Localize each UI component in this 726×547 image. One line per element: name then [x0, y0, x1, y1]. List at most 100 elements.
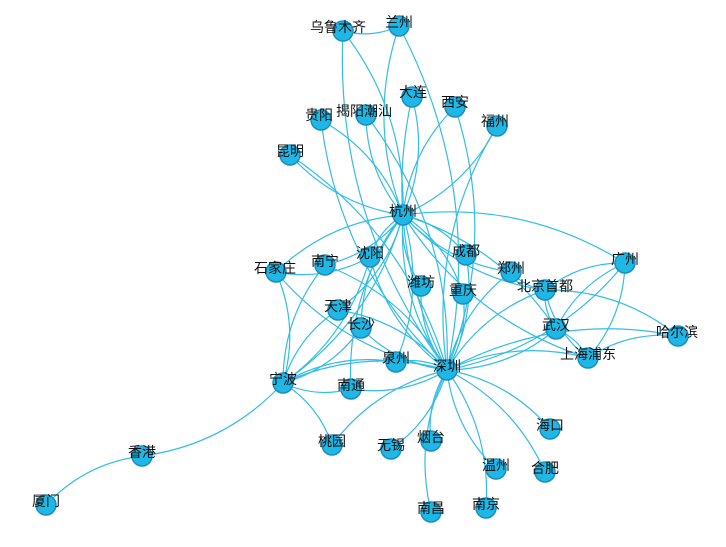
- node-cs[interactable]: [350, 317, 372, 339]
- nodes-layer: [35, 15, 689, 523]
- node-hf[interactable]: [534, 461, 556, 483]
- node-nb[interactable]: [272, 372, 294, 394]
- node-label-zz: 郑州: [497, 261, 525, 277]
- node-label-jycs: 揭阳潮汕: [336, 104, 392, 120]
- node-label-wh: 武汉: [542, 318, 570, 334]
- node-nc[interactable]: [420, 501, 442, 523]
- edge-hz-xa: [402, 106, 456, 216]
- edge-szx-nt: [350, 369, 448, 392]
- node-label-sy: 沈阳: [356, 246, 384, 262]
- labels-layer: 乌鲁木齐兰州大连西安贵阳揭阳潮汕福州昆明杭州石家庄南宁沈阳成都郑州广州潍坊重庆北…: [32, 15, 698, 517]
- node-nt[interactable]: [340, 378, 362, 400]
- edge-hz-cs: [360, 214, 404, 329]
- node-hz[interactable]: [392, 204, 414, 226]
- node-wlmq[interactable]: [332, 20, 354, 42]
- edge-szx-hf: [446, 369, 546, 473]
- edge-szx-bjsd: [446, 289, 546, 371]
- edge-hz-gy: [320, 119, 404, 216]
- node-ty[interactable]: [321, 434, 343, 456]
- node-label-wlmq: 乌鲁木齐: [310, 20, 366, 36]
- node-gy[interactable]: [310, 109, 332, 131]
- node-nj[interactable]: [475, 497, 497, 519]
- edge-hz-lz: [383, 25, 404, 216]
- node-wh[interactable]: [545, 318, 567, 340]
- edge-szx-wx: [390, 369, 448, 450]
- node-xg[interactable]: [131, 445, 153, 467]
- edge-nb-sy: [282, 256, 371, 384]
- node-sjz[interactable]: [265, 261, 287, 283]
- node-dl[interactable]: [401, 86, 423, 108]
- node-label-nb: 宁波: [269, 371, 297, 388]
- node-sy[interactable]: [359, 246, 381, 268]
- node-nn[interactable]: [314, 254, 336, 276]
- node-label-dl: 大连: [399, 85, 427, 101]
- edge-gz-shpd: [587, 262, 626, 359]
- node-label-ty: 桃园: [318, 434, 346, 450]
- edge-nb-nn: [282, 264, 326, 384]
- node-wf[interactable]: [410, 275, 432, 297]
- edge-szx-nj: [446, 369, 488, 509]
- node-label-bjsd: 北京首都: [517, 279, 573, 295]
- node-xm[interactable]: [35, 494, 57, 516]
- node-label-gz: 广州: [611, 252, 639, 268]
- node-xa[interactable]: [444, 96, 466, 118]
- edge-xg-xm: [45, 455, 143, 506]
- node-yt[interactable]: [420, 430, 442, 452]
- node-wx[interactable]: [380, 438, 402, 460]
- edge-hz-sjz: [275, 214, 404, 273]
- node-label-lz: 兰州: [385, 15, 413, 31]
- node-fz[interactable]: [486, 115, 508, 137]
- edge-szx-tj: [337, 309, 448, 371]
- edge-szx-dl: [401, 96, 448, 371]
- edge-szx-hk: [446, 369, 551, 430]
- node-shpd[interactable]: [577, 347, 599, 369]
- edges-layer: [45, 25, 679, 513]
- node-label-wx: 无锡: [377, 438, 405, 454]
- node-label-nn: 南宁: [311, 253, 339, 270]
- edge-szx-wh: [446, 328, 557, 371]
- node-qz[interactable]: [385, 351, 407, 373]
- node-gz[interactable]: [614, 252, 636, 274]
- node-hrb[interactable]: [667, 325, 689, 347]
- node-label-nc: 南昌: [417, 501, 445, 517]
- edge-hz-jycs: [365, 114, 404, 216]
- node-label-wz: 温州: [482, 458, 510, 474]
- node-label-fz: 福州: [481, 114, 509, 130]
- node-label-xg: 香港: [128, 445, 156, 461]
- edge-hz-shpd: [402, 214, 589, 359]
- node-cq[interactable]: [452, 283, 474, 305]
- node-szx[interactable]: [436, 359, 458, 381]
- node-jycs[interactable]: [355, 104, 377, 126]
- edge-szx-lz: [398, 25, 460, 371]
- edge-hz-gz: [402, 211, 626, 264]
- node-label-gy: 贵阳: [305, 108, 333, 124]
- node-label-shpd: 上海浦东: [560, 347, 616, 363]
- edge-szx-gz: [446, 262, 626, 371]
- node-label-hf: 合肥: [531, 461, 559, 477]
- node-label-hrb: 哈尔滨: [656, 325, 698, 341]
- node-hk[interactable]: [539, 418, 561, 440]
- edge-szx-nb: [282, 360, 448, 384]
- node-km[interactable]: [279, 144, 301, 166]
- node-label-hk: 海口: [536, 418, 564, 434]
- node-bjsd[interactable]: [534, 279, 556, 301]
- edge-bjsd-hrb: [544, 289, 679, 337]
- node-cd[interactable]: [455, 244, 477, 266]
- edge-nb-qz: [282, 359, 397, 384]
- edge-szx-wlmq: [341, 30, 448, 371]
- node-wz[interactable]: [485, 458, 507, 480]
- edge-hz-wh: [402, 214, 557, 330]
- edge-szx-zz: [446, 271, 512, 371]
- edge-hz-dl: [402, 96, 420, 216]
- node-label-szx: 深圳: [433, 359, 461, 375]
- node-lz[interactable]: [388, 15, 410, 37]
- node-label-cd: 成都: [452, 244, 480, 260]
- node-label-tj: 天津: [324, 299, 352, 315]
- node-label-nj: 南京: [472, 497, 500, 513]
- edge-hz-nt: [349, 214, 404, 390]
- edge-nb-xg: [141, 382, 284, 457]
- edge-hz-wlmq: [342, 30, 404, 216]
- node-tj[interactable]: [327, 299, 349, 321]
- node-zz[interactable]: [500, 261, 522, 283]
